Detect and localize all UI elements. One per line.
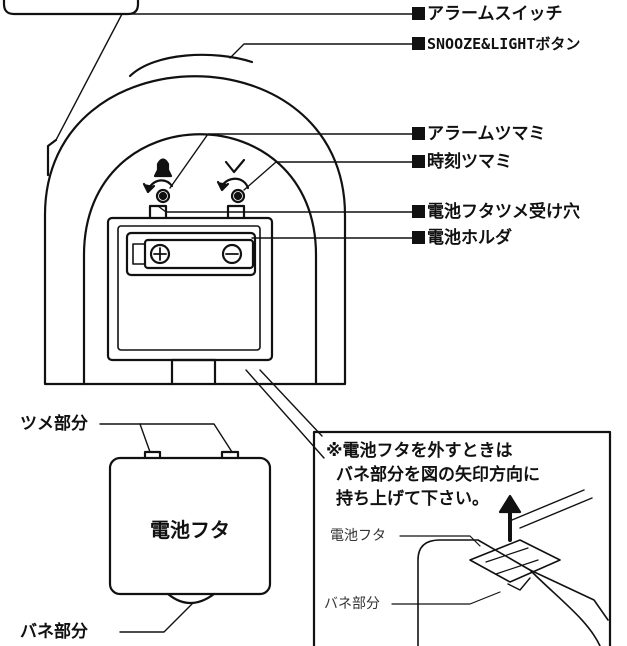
label-tab: ツメ部分	[20, 414, 88, 434]
plus-icon	[149, 243, 171, 265]
battery-terminal	[132, 243, 146, 265]
note-line-2: バネ部分を図の矢印方向に	[336, 465, 540, 485]
clock-outer-body	[43, 75, 347, 386]
minus-icon	[221, 243, 243, 265]
inset-clock-edge	[529, 569, 601, 646]
label-battery-holder: 電池ホルダ	[412, 228, 512, 248]
note-callout-box	[312, 430, 612, 646]
battery-holder	[125, 231, 257, 277]
clock-inner-arch	[82, 133, 318, 386]
cover-hole-left	[148, 204, 168, 220]
alarm-switch	[46, 138, 58, 177]
bell-icon	[153, 158, 173, 178]
label-cover-hole: 電池フタツメ受け穴	[412, 202, 580, 222]
battery-compartment	[106, 216, 274, 362]
label-spring: バネ部分	[20, 622, 88, 642]
battery-compartment-inner	[117, 225, 261, 351]
label-alarm-knob: アラームツマミ	[412, 124, 546, 144]
note-line-1: ※電池フタを外すときは	[326, 441, 513, 461]
time-knob	[230, 188, 246, 204]
checkmark-icon	[224, 158, 246, 174]
cover-tab-left	[143, 450, 162, 460]
label-snooze-button: SNOOZE&LIGHTボタン	[412, 34, 580, 54]
label-alarm-switch: アラームスイッチ	[412, 4, 563, 24]
cover-tab-right	[220, 450, 240, 460]
snooze-button	[128, 53, 254, 78]
note-line-3: 持ち上げて下さい。	[336, 489, 489, 509]
alarm-knob	[155, 188, 171, 204]
label-battery-cover: 電池フタ	[150, 518, 230, 542]
inset-cover	[469, 539, 561, 583]
inset-clock-body	[417, 539, 609, 646]
inset-label-spring: バネ部分	[324, 596, 380, 612]
label-time-knob: 時刻ツマミ	[412, 152, 512, 172]
cover-spring	[166, 592, 216, 605]
frame-corner	[2, 0, 140, 16]
battery-cover	[108, 456, 272, 596]
inset-label-cover: 電池フタ	[330, 528, 386, 544]
